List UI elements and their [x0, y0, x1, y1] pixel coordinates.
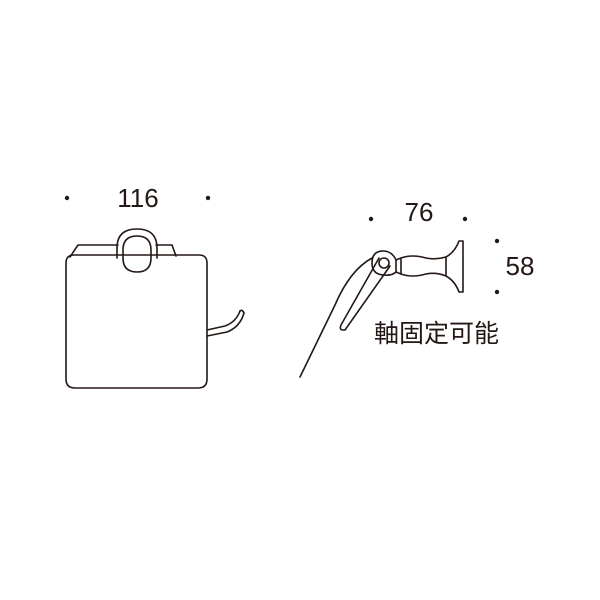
- swing-cover: [339, 257, 391, 331]
- wall-flange: [445, 240, 464, 293]
- paper-arm-inner: [206, 312, 245, 337]
- pivot-pin: [378, 257, 390, 269]
- depth-marker-left: [368, 216, 374, 222]
- paper-roll-curve: [299, 257, 373, 378]
- wall-plate: [69, 244, 177, 258]
- arm-body: [395, 255, 447, 277]
- axis-fixable-note: 軸固定可能: [374, 319, 499, 348]
- hinge-knuckle-inner: [122, 235, 152, 273]
- paper-arm: [206, 310, 241, 331]
- hinge-knuckle: [116, 228, 158, 259]
- pivot-knuckle: [371, 250, 397, 276]
- depth-dimension-label: 76: [405, 197, 434, 227]
- depth-marker-right: [462, 216, 468, 222]
- height-marker-bottom: [494, 289, 500, 295]
- paper-arm-tip: [239, 309, 245, 314]
- side-view: 76 58 軸固定可能: [299, 197, 535, 378]
- width-marker-left: [64, 195, 70, 201]
- width-dimension-label: 116: [117, 183, 158, 213]
- cover-plate: [65, 254, 208, 389]
- height-dimension-label: 58: [506, 251, 535, 281]
- front-view: 116: [64, 183, 245, 389]
- height-marker-top: [494, 238, 500, 244]
- width-marker-right: [205, 195, 211, 201]
